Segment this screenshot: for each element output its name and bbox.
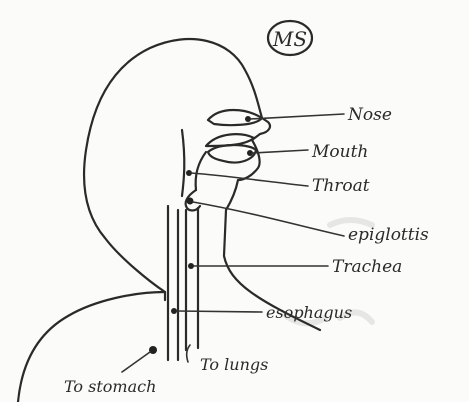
chin-neck-front — [224, 140, 320, 330]
esophagus-dot — [171, 308, 177, 314]
trachea-dot — [188, 263, 194, 269]
label-mouth: Mouth — [311, 142, 368, 162]
mouth-leader — [252, 150, 308, 153]
label-to-stomach: To stomach — [64, 377, 156, 396]
throat-inner — [196, 152, 206, 190]
esophagus-leader — [177, 311, 262, 312]
to-lungs-hook — [187, 345, 190, 362]
label-throat: Throat — [312, 176, 370, 196]
label-nose: Nose — [347, 105, 392, 125]
label-trachea: Trachea — [332, 257, 402, 277]
badge-text: MS — [272, 27, 307, 51]
label-epiglottis: epiglottis — [348, 225, 429, 245]
to-stomach-line — [122, 352, 150, 372]
nose-leader — [250, 114, 344, 119]
label-esophagus: esophagus — [266, 303, 352, 322]
label-to-lungs: To lungs — [200, 355, 268, 374]
epiglottis-dot — [187, 198, 194, 205]
nasal-cavity — [208, 110, 262, 125]
epiglottis-leader — [193, 202, 344, 236]
throat-wall — [182, 130, 184, 196]
